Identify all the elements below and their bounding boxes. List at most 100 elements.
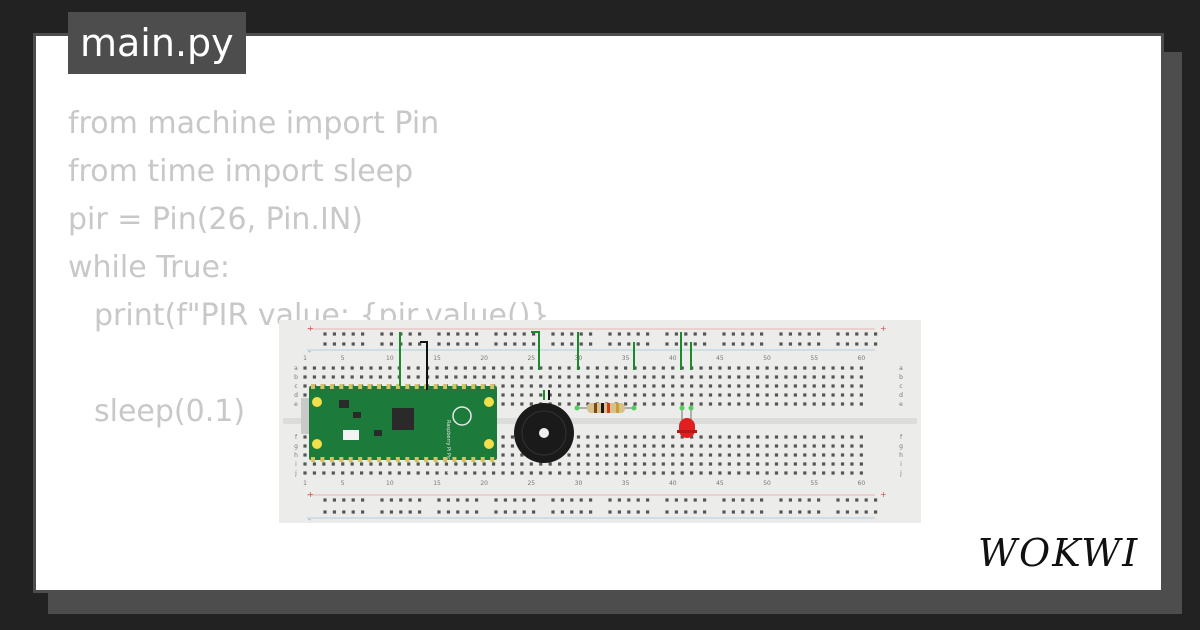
rail-hole — [570, 510, 574, 514]
terminal-hole — [699, 402, 703, 406]
terminal-hole — [831, 462, 835, 466]
terminal-hole — [350, 462, 354, 466]
terminal-hole — [312, 366, 317, 370]
pico-pin — [339, 384, 344, 389]
terminal-hole — [850, 402, 854, 406]
terminal-hole — [492, 375, 496, 379]
terminal-hole — [793, 393, 797, 397]
rail-hole — [855, 510, 859, 514]
terminal-hole — [831, 393, 835, 397]
rail-hole — [627, 342, 631, 346]
rail-hole — [361, 342, 365, 346]
terminal-hole — [840, 393, 845, 397]
terminal-hole — [690, 375, 694, 379]
resistor-band — [594, 403, 597, 413]
rail-hole — [579, 510, 583, 514]
rail-plus-label: + — [880, 324, 887, 333]
terminal-hole — [482, 462, 486, 466]
terminal-hole — [624, 462, 628, 466]
terminal-hole — [727, 393, 731, 397]
rail-hole — [674, 332, 678, 336]
terminal-hole — [576, 453, 581, 457]
connection-point — [688, 405, 694, 411]
rail-hole — [807, 342, 811, 346]
pico-pin — [348, 384, 353, 389]
terminal-hole — [680, 462, 684, 466]
terminal-hole — [331, 471, 335, 475]
terminal-hole — [397, 462, 401, 466]
rail-hole — [817, 510, 821, 514]
red-led[interactable] — [677, 405, 697, 439]
rail-hole — [836, 510, 840, 514]
code-line: from machine import Pin — [68, 106, 440, 141]
terminal-hole — [586, 453, 590, 457]
rail-hole — [608, 332, 612, 336]
terminal-hole — [529, 393, 533, 397]
rail-hole — [788, 332, 792, 336]
terminal-hole — [746, 393, 750, 397]
rail-hole — [731, 342, 735, 346]
terminal-hole — [501, 471, 505, 475]
terminal-hole — [699, 471, 703, 475]
terminal-hole — [614, 462, 618, 466]
rail-hole — [513, 332, 517, 336]
terminal-hole — [652, 402, 656, 406]
terminal-hole — [520, 366, 524, 370]
terminal-hole — [803, 435, 807, 439]
rail-hole — [323, 342, 327, 346]
terminal-hole — [746, 471, 750, 475]
resistor[interactable] — [574, 403, 637, 413]
terminal-hole — [661, 435, 665, 439]
rail-hole — [418, 332, 422, 336]
terminal-hole — [473, 375, 477, 379]
terminal-hole — [690, 444, 694, 448]
terminal-hole — [567, 453, 571, 457]
rail-hole — [351, 342, 355, 346]
column-number: 45 — [716, 480, 724, 487]
file-tab[interactable]: main.py — [68, 12, 246, 74]
rail-hole — [693, 342, 697, 346]
terminal-hole — [520, 462, 524, 466]
column-number: 60 — [858, 480, 866, 487]
terminal-hole — [671, 435, 675, 439]
terminal-hole — [633, 471, 637, 475]
terminal-hole — [765, 435, 769, 439]
terminal-hole — [529, 366, 533, 370]
rail-hole — [693, 510, 697, 514]
terminal-hole — [690, 462, 694, 466]
rail-hole — [361, 510, 365, 514]
buzzer[interactable] — [514, 403, 574, 463]
terminal-hole — [435, 366, 439, 370]
rail-hole — [855, 332, 859, 336]
bootsel-button[interactable] — [343, 430, 359, 440]
buzzer-hole — [539, 428, 549, 438]
rail-hole — [845, 510, 849, 514]
terminal-hole — [718, 471, 722, 475]
terminal-hole — [840, 435, 845, 439]
terminal-hole — [765, 453, 769, 457]
terminal-hole — [303, 435, 307, 439]
rail-hole — [465, 498, 469, 502]
pico-pin — [424, 457, 429, 462]
terminal-hole — [850, 384, 854, 388]
terminal-hole — [605, 384, 609, 388]
terminal-hole — [303, 384, 307, 388]
terminal-hole — [312, 375, 317, 379]
row-letter: i — [900, 461, 902, 468]
wires — [399, 331, 692, 400]
rail-hole — [437, 342, 441, 346]
rail-hole — [361, 498, 365, 502]
terminal-hole — [567, 366, 571, 370]
terminal-hole — [359, 462, 364, 466]
rail-hole — [532, 510, 536, 514]
row-letter: h — [899, 452, 903, 459]
terminal-hole — [708, 393, 713, 397]
raspberry-pi-pico[interactable]: Raspberry Pi Pico © 2020 — [301, 384, 497, 484]
rail-hole — [399, 510, 403, 514]
terminal-hole — [595, 384, 599, 388]
pico-pin — [395, 457, 400, 462]
column-number: 30 — [575, 480, 583, 487]
terminal-hole — [765, 375, 769, 379]
